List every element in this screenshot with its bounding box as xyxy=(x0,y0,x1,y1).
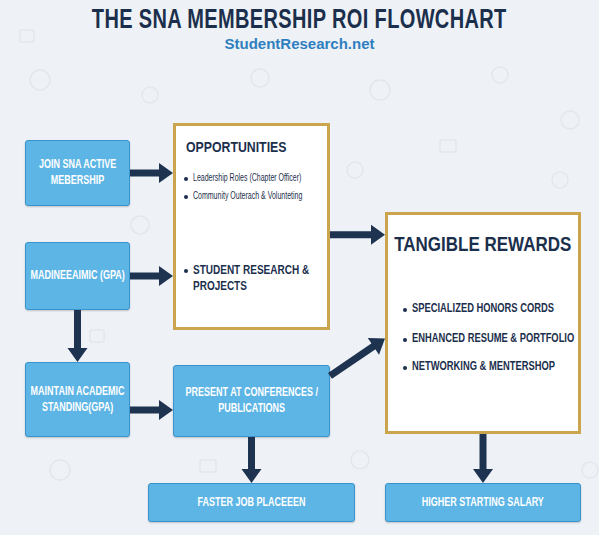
bullet-text: ENHANCED RESUME & PORTFOLIO xyxy=(412,331,568,347)
bullet-text: SPECIALIZED HONORS CORDS xyxy=(412,301,568,317)
flow-arrow xyxy=(242,437,262,483)
arrow-shaft xyxy=(480,434,487,471)
bullet-dot xyxy=(184,195,188,199)
bullet-dot xyxy=(403,366,407,370)
title-row: THE SNA MEMBERSHIP ROI FLOWCHART xyxy=(0,4,599,35)
bullet-dot xyxy=(184,269,188,273)
arrow-head xyxy=(371,225,385,245)
arrow-shaft xyxy=(248,437,255,471)
arrow-head xyxy=(242,469,262,483)
box-label: MADINEEAIMIC (GPA) xyxy=(26,268,129,284)
flow-arrow xyxy=(130,400,173,420)
bullet-text: NETWORKING & MENTERSHOP xyxy=(412,359,568,375)
flow-arrow xyxy=(68,310,88,362)
panel-heading: TANGIBLE REWARDS xyxy=(388,231,578,257)
arrow-head xyxy=(159,266,173,286)
arrow-head xyxy=(473,469,493,483)
arrow-shaft xyxy=(330,231,373,238)
process-box: MAINTAIN ACADEMIC STANDING(GPA) xyxy=(25,362,130,437)
arrow-head xyxy=(159,163,173,183)
outcome-box: FASTER JOB PLACEEEN xyxy=(148,483,355,522)
arrow-shaft xyxy=(130,170,161,177)
process-box: MADINEEAIMIC (GPA) xyxy=(25,242,130,310)
box-label: FASTER JOB PLACEEEN xyxy=(149,495,354,511)
arrow-head xyxy=(68,348,88,362)
process-box: JOIN SNA ACTIVE MEBERSHIP xyxy=(25,140,130,206)
flow-arrow xyxy=(130,163,173,183)
flow-arrow xyxy=(330,225,385,245)
diagram-title: THE SNA MEMBERSHIP ROI FLOWCHART xyxy=(92,4,507,35)
flow-arrow xyxy=(330,338,385,376)
arrow-shaft xyxy=(130,407,161,414)
box-label: PRESENT AT CONFERENCES / PUBLICATIONS xyxy=(174,385,329,416)
rewards-panel: TANGIBLE REWARDS SPECIALIZED HONORS CORDS… xyxy=(385,212,581,434)
box-label: HIGHER STARTING SALARY xyxy=(386,495,580,511)
panel-heading: OPPORTUNITIES xyxy=(186,137,325,157)
arrow-head xyxy=(368,338,385,355)
outcome-box: HIGHER STARTING SALARY xyxy=(385,483,581,522)
arrow-shaft xyxy=(74,310,81,350)
flow-arrow xyxy=(130,266,173,286)
subtitle-row: StudentResearch.net xyxy=(0,35,599,53)
bullet-text: Community Outerach & Volunteting xyxy=(193,189,326,202)
bullet-dot xyxy=(184,177,188,181)
arrow-shaft xyxy=(330,345,375,376)
subtitle-label: StudentResearch.net xyxy=(224,35,374,52)
bullet-dot xyxy=(403,308,407,312)
bullet-dot xyxy=(403,338,407,342)
arrow-head xyxy=(159,400,173,420)
flow-arrow xyxy=(473,434,493,483)
bullet-text: Leadership Roles (Chapter Officer) xyxy=(193,171,326,184)
box-label: MAINTAIN ACADEMIC STANDING(GPA) xyxy=(26,384,129,415)
process-box: PRESENT AT CONFERENCES / PUBLICATIONS xyxy=(173,365,330,437)
bullet-text: STUDENT RESEARCH & PROJECTS xyxy=(193,262,321,295)
arrow-shaft xyxy=(130,273,161,280)
opportunities-panel: OPPORTUNITIES Leadership Roles (Chapter O… xyxy=(173,123,330,330)
box-label: JOIN SNA ACTIVE MEBERSHIP xyxy=(26,157,129,188)
